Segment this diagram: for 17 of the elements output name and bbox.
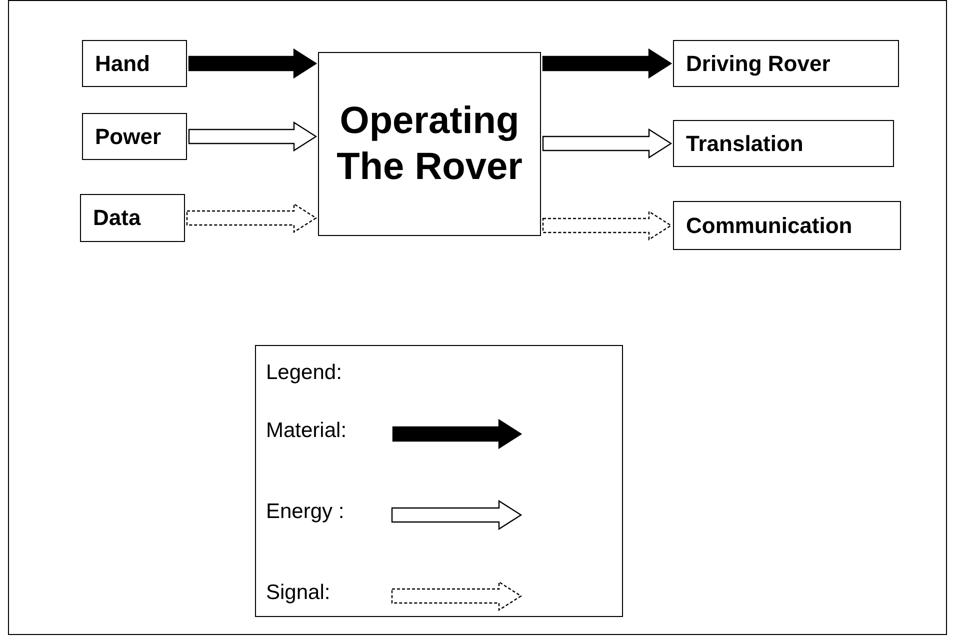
arrow: [542, 48, 672, 79]
flow-box: Data: [80, 194, 185, 242]
arrow: [542, 128, 672, 159]
flow-box: Translation: [673, 120, 894, 167]
legend-heading: Legend:: [266, 361, 342, 385]
function-box: Operating The Rover: [318, 52, 541, 236]
arrow: [188, 121, 318, 152]
flow-box: Hand: [82, 40, 187, 87]
legend-label: Material:: [266, 419, 347, 443]
legend-label: Energy :: [266, 500, 344, 524]
arrow: [542, 210, 672, 241]
flow-box: Driving Rover: [673, 40, 899, 87]
arrow: [186, 202, 318, 234]
arrow: [188, 48, 318, 79]
legend-label: Signal:: [266, 581, 330, 605]
flow-box: Power: [82, 113, 187, 160]
flow-box: Communication: [673, 201, 901, 250]
